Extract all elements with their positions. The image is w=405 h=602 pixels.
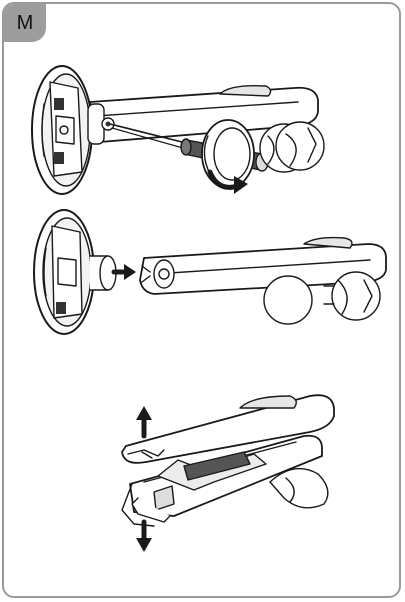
rotate-arrow-icon xyxy=(207,169,248,194)
panel-open xyxy=(121,394,335,552)
arm-housing xyxy=(87,84,319,145)
camera-ball-3 xyxy=(269,467,329,509)
arrow-right-icon xyxy=(111,264,136,280)
arm-housing-2 xyxy=(139,236,387,295)
camera-ball-right-2 xyxy=(323,271,381,321)
wall-plate xyxy=(31,65,93,195)
panel-detach xyxy=(33,209,387,335)
panel-unscrew xyxy=(31,65,325,195)
instruction-frame: M xyxy=(2,2,401,598)
camera-ball-left-2 xyxy=(263,275,313,325)
motor-wheel xyxy=(201,119,255,189)
arrow-down-icon xyxy=(136,519,152,552)
step-label: M xyxy=(4,4,46,42)
arrow-up-icon xyxy=(136,406,152,439)
instruction-illustration xyxy=(31,65,387,552)
housing-body xyxy=(121,434,323,527)
wall-plate-2 xyxy=(33,209,117,335)
housing-lid xyxy=(121,394,335,464)
camera-ball-right xyxy=(275,121,325,171)
